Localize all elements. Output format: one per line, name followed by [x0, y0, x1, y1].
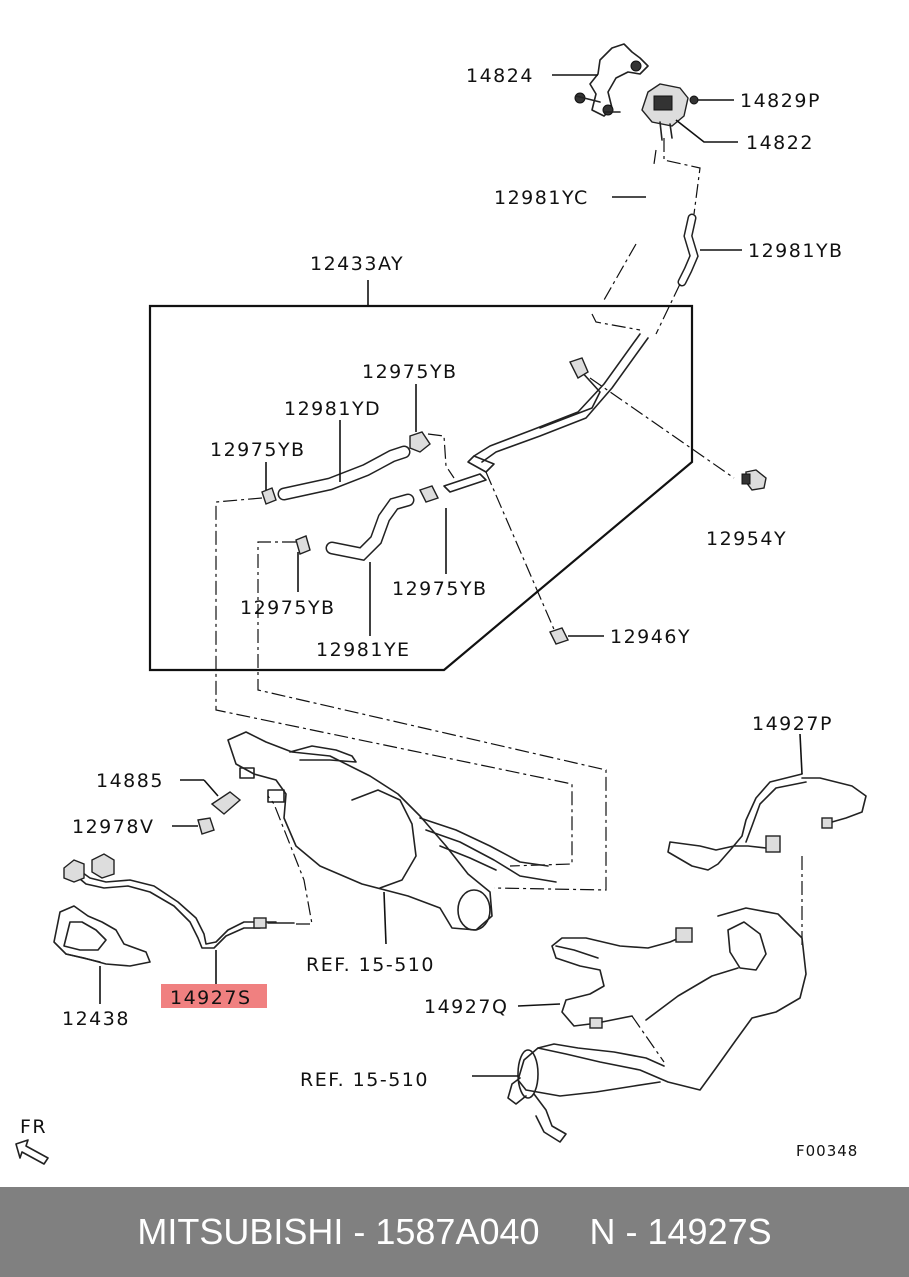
- solenoid-14822: [641, 83, 689, 141]
- bracket-14885: [210, 791, 242, 815]
- parts-diagram: 14824 14829P 14822 12981YC 12981YB 12433…: [15, 43, 867, 1165]
- label-14927p: 14927P: [752, 713, 833, 735]
- highlight-14927s: [161, 984, 267, 1008]
- label-14927s: 14927S: [170, 987, 252, 1009]
- front-direction-arrow-icon: [15, 1139, 49, 1165]
- clip-12946y: [549, 627, 569, 645]
- clip-12975yb-mid: [419, 485, 439, 503]
- diagram-code: F00348: [796, 1142, 858, 1160]
- bracket-12438: [53, 905, 151, 967]
- label-12975yb-left: 12975YB: [210, 439, 306, 461]
- bracket-14824: [574, 43, 649, 117]
- label-14927q: 14927Q: [424, 996, 508, 1018]
- label-12975yb-mid: 12975YB: [392, 578, 488, 600]
- footer-banner: MITSUBISHI - 1587A040 N - 14927S: [0, 1187, 909, 1277]
- converter-lower: [507, 907, 807, 1143]
- label-fr: FR: [20, 1116, 47, 1138]
- converter-upper: [227, 731, 557, 931]
- nut-14829p: [689, 95, 699, 105]
- exhaust-temp-sensor-14927p: [667, 773, 867, 871]
- label-12978v: 12978V: [72, 816, 154, 838]
- clip-12975yb-left: [261, 487, 277, 505]
- label-12975yb-top: 12975YB: [362, 361, 458, 383]
- hose-12981yd: [277, 445, 411, 501]
- label-12946y: 12946Y: [610, 626, 691, 648]
- label-14824: 14824: [466, 65, 534, 87]
- label-ref-upper: REF. 15-510: [306, 954, 435, 976]
- label-14885: 14885: [96, 770, 164, 792]
- label-12975yb-low: 12975YB: [240, 597, 336, 619]
- label-12438: 12438: [62, 1008, 130, 1030]
- hose-12981yb: [677, 213, 699, 287]
- label-12954y: 12954Y: [706, 528, 787, 550]
- vacuum-pipe-assembly: [443, 333, 649, 493]
- label-12981yd: 12981YD: [284, 398, 381, 420]
- label-14829p: 14829P: [740, 90, 821, 112]
- label-14822: 14822: [746, 132, 814, 154]
- label-12433ay: 12433AY: [310, 253, 404, 275]
- hose-12981yc: [638, 164, 654, 240]
- label-12981ye: 12981YE: [316, 639, 411, 661]
- kit-box-12433ay: [148, 304, 694, 672]
- label-12981yc: 12981YC: [494, 187, 589, 209]
- label-12981yb: 12981YB: [748, 240, 844, 262]
- exhaust-temp-sensor-14927q: [551, 927, 693, 1029]
- footer-part-number: MITSUBISHI - 1587A040 N - 14927S: [137, 1211, 772, 1252]
- bolt-12978v: [197, 817, 215, 835]
- exhaust-temp-sensor-14927s: [63, 853, 295, 949]
- bolt-12954y: [741, 469, 767, 491]
- clip-12975yb-low: [295, 535, 311, 555]
- hose-12981ye: [325, 493, 415, 562]
- clip-12975yb-top: [409, 431, 431, 453]
- label-ref-lower: REF. 15-510: [300, 1069, 429, 1091]
